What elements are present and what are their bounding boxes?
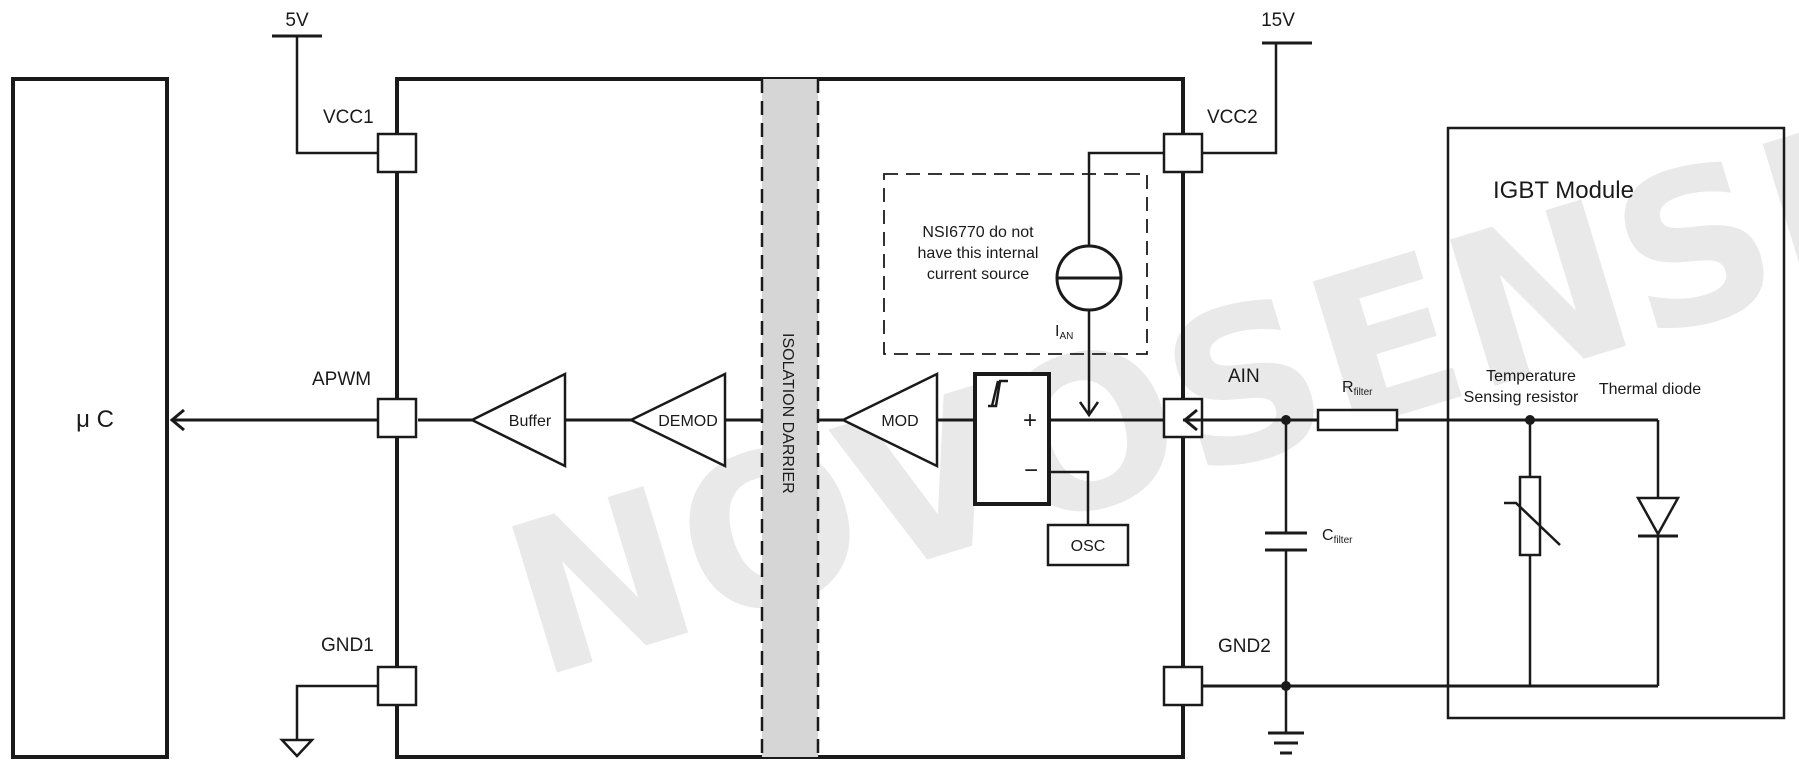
vcc2-pin [1162,132,1204,174]
gnd1-label: GND1 [321,635,374,656]
diode-triangle [1635,496,1681,537]
gnd1-symbol [279,738,315,758]
rfilter-label: Rfilter [1342,379,1373,398]
note-line-1: NSI6770 do not [922,224,1034,241]
comparator-plus: + [1023,407,1037,434]
vcc1-wire [295,36,378,155]
supply-5v-label: 5V [285,10,309,31]
buffer-label: Buffer [509,413,552,430]
apwm-arrowhead [169,408,185,432]
cfilter-label: Cfilter [1322,527,1353,546]
igbt-module-title: IGBT Module [1493,177,1634,204]
osc-label: OSC [1071,538,1106,555]
microcontroller-label: μ C [76,406,114,433]
vcc1-pin [376,132,418,174]
note-line-3: current source [927,266,1029,283]
schmitt-comparator [973,372,1051,506]
igbt-module-box [1446,126,1786,720]
thermistor-slash [1504,501,1561,546]
wire-vcc2-current-source [1087,151,1165,246]
microcontroller-box [11,77,169,759]
current-source-label: IAN [1055,323,1073,342]
oscillator-box [1046,523,1130,567]
ain-label: AIN [1228,366,1260,387]
temperature-label-line-1: Temperature [1486,368,1576,385]
current-source-arrowhead [1078,401,1100,418]
mod-label: MOD [881,413,918,430]
gnd2-label: GND2 [1218,636,1271,657]
demod-label: DEMOD [658,413,718,430]
note-dashed-box [883,173,1148,355]
temperature-label-line-2: Sensing resistor [1464,389,1579,406]
vcc1-label: VCC1 [323,107,374,128]
supply-15v-label: 15V [1261,10,1295,31]
junction-ground [1281,681,1291,691]
apwm-label: APWM [312,369,371,390]
note-line-2: have this internal [918,245,1039,262]
isolation-barrier-label: ISOLATION DARRIER [779,333,796,494]
gnd1-pin [376,665,418,707]
apwm-pin [376,397,418,439]
ain-arrowhead [1182,408,1198,432]
wire-comparator-osc [1049,470,1090,525]
hysteresis-icon [988,379,1008,408]
vcc2-label: VCC2 [1207,107,1258,128]
gnd2-pin [1162,665,1204,707]
vcc2-wire [1202,43,1278,155]
gnd1-wire [295,684,378,740]
ain-pin [1162,397,1204,439]
comparator-minus: − [1024,457,1038,484]
thermal-diode-label: Thermal diode [1599,381,1701,398]
isolation-barrier [762,79,818,757]
rfilter-resistor [1316,408,1399,432]
